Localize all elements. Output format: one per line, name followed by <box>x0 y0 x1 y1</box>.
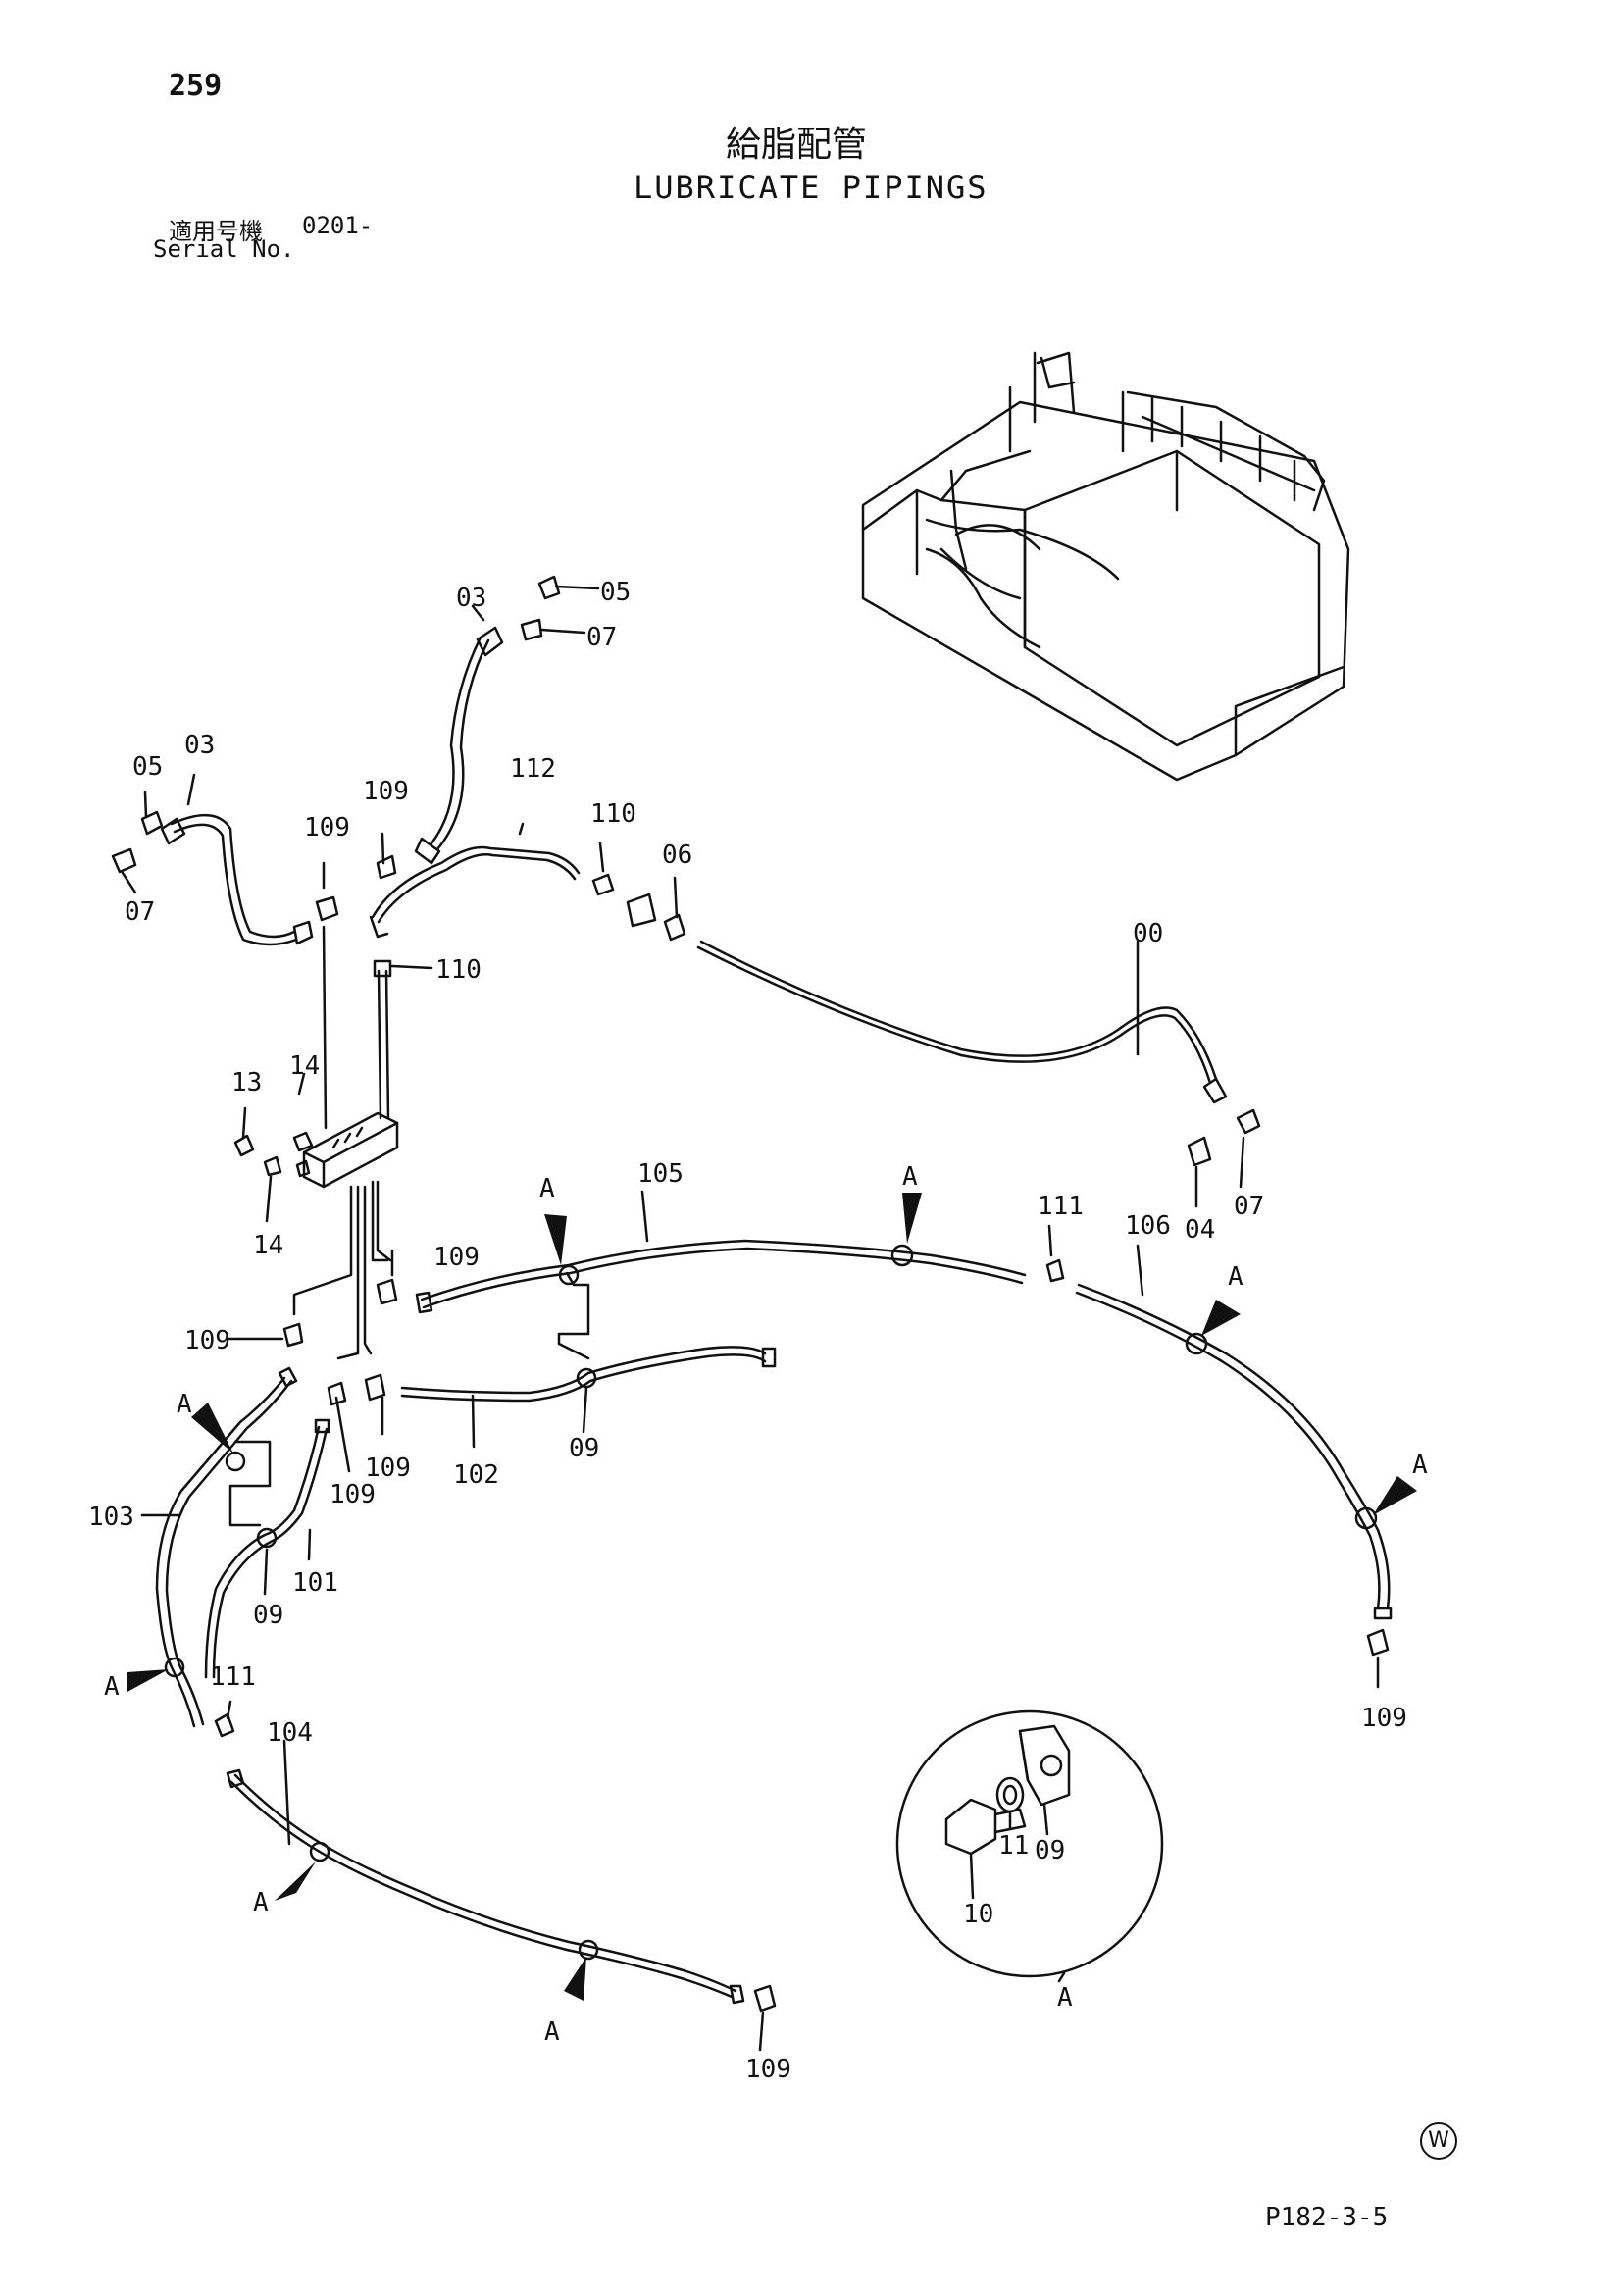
serial-label-japanese: 適用号機 <box>169 218 263 245</box>
part-label: 05 <box>600 578 631 607</box>
part-label: 05 <box>132 752 163 782</box>
part-label: 11 <box>998 1831 1029 1861</box>
part-label: 104 <box>267 1718 313 1748</box>
part-label: 03 <box>184 731 215 760</box>
title-japanese: 給脂配管 <box>726 125 868 165</box>
part-label: 03 <box>456 584 486 613</box>
part-label: 103 <box>88 1503 134 1532</box>
section-marker-a: A <box>1412 1451 1428 1480</box>
part-label: 10 <box>963 1900 993 1929</box>
section-marker-a: A <box>1228 1262 1243 1292</box>
part-label: 04 <box>1185 1215 1215 1245</box>
part-label: 09 <box>253 1601 283 1630</box>
section-marker-a: A <box>253 1888 269 1917</box>
section-marker-a: A <box>1057 1983 1073 2013</box>
part-label: 110 <box>435 955 482 985</box>
detail-circle-a <box>895 1709 1164 1978</box>
section-marker-a: A <box>104 1672 120 1702</box>
part-label: 110 <box>590 799 636 829</box>
part-label: 13 <box>231 1068 262 1097</box>
section-marker-a: A <box>177 1390 192 1419</box>
part-label: 14 <box>253 1231 283 1260</box>
part-label: 111 <box>210 1662 256 1692</box>
serial-label-english: Serial No. <box>153 235 295 263</box>
part-label: 105 <box>637 1159 684 1189</box>
machine-illustration <box>861 351 1350 782</box>
part-label: 109 <box>1361 1704 1407 1733</box>
section-marker-a: A <box>902 1162 918 1192</box>
part-label: 00 <box>1133 919 1163 948</box>
part-label: 111 <box>1038 1192 1084 1221</box>
part-label: 14 <box>289 1051 320 1081</box>
part-label: 109 <box>433 1243 480 1272</box>
part-label: 109 <box>745 2055 791 2084</box>
part-label: 109 <box>365 1454 411 1483</box>
part-label: 09 <box>569 1434 599 1463</box>
part-label: 112 <box>510 754 556 784</box>
section-marker-a: A <box>544 2017 560 2047</box>
part-label: 109 <box>184 1326 230 1355</box>
part-label: 06 <box>662 841 692 870</box>
part-label: 07 <box>1234 1192 1264 1221</box>
part-label: 09 <box>1035 1836 1065 1865</box>
part-label: 106 <box>1125 1211 1171 1241</box>
serial-value: 0201- <box>302 212 374 239</box>
part-label: 101 <box>292 1568 338 1598</box>
part-label: 07 <box>125 897 155 927</box>
section-marker-a: A <box>539 1174 555 1203</box>
part-label: 109 <box>304 813 350 842</box>
figure-code: P182-3-5 <box>1265 2203 1389 2232</box>
page-number: 259 <box>169 69 223 103</box>
part-label: 102 <box>453 1460 499 1490</box>
part-label: 109 <box>330 1480 376 1509</box>
w-mark: W <box>1420 2122 1457 2160</box>
part-label: 07 <box>586 623 617 652</box>
title-english: LUBRICATE PIPINGS <box>634 169 989 206</box>
part-label: 109 <box>363 777 409 806</box>
